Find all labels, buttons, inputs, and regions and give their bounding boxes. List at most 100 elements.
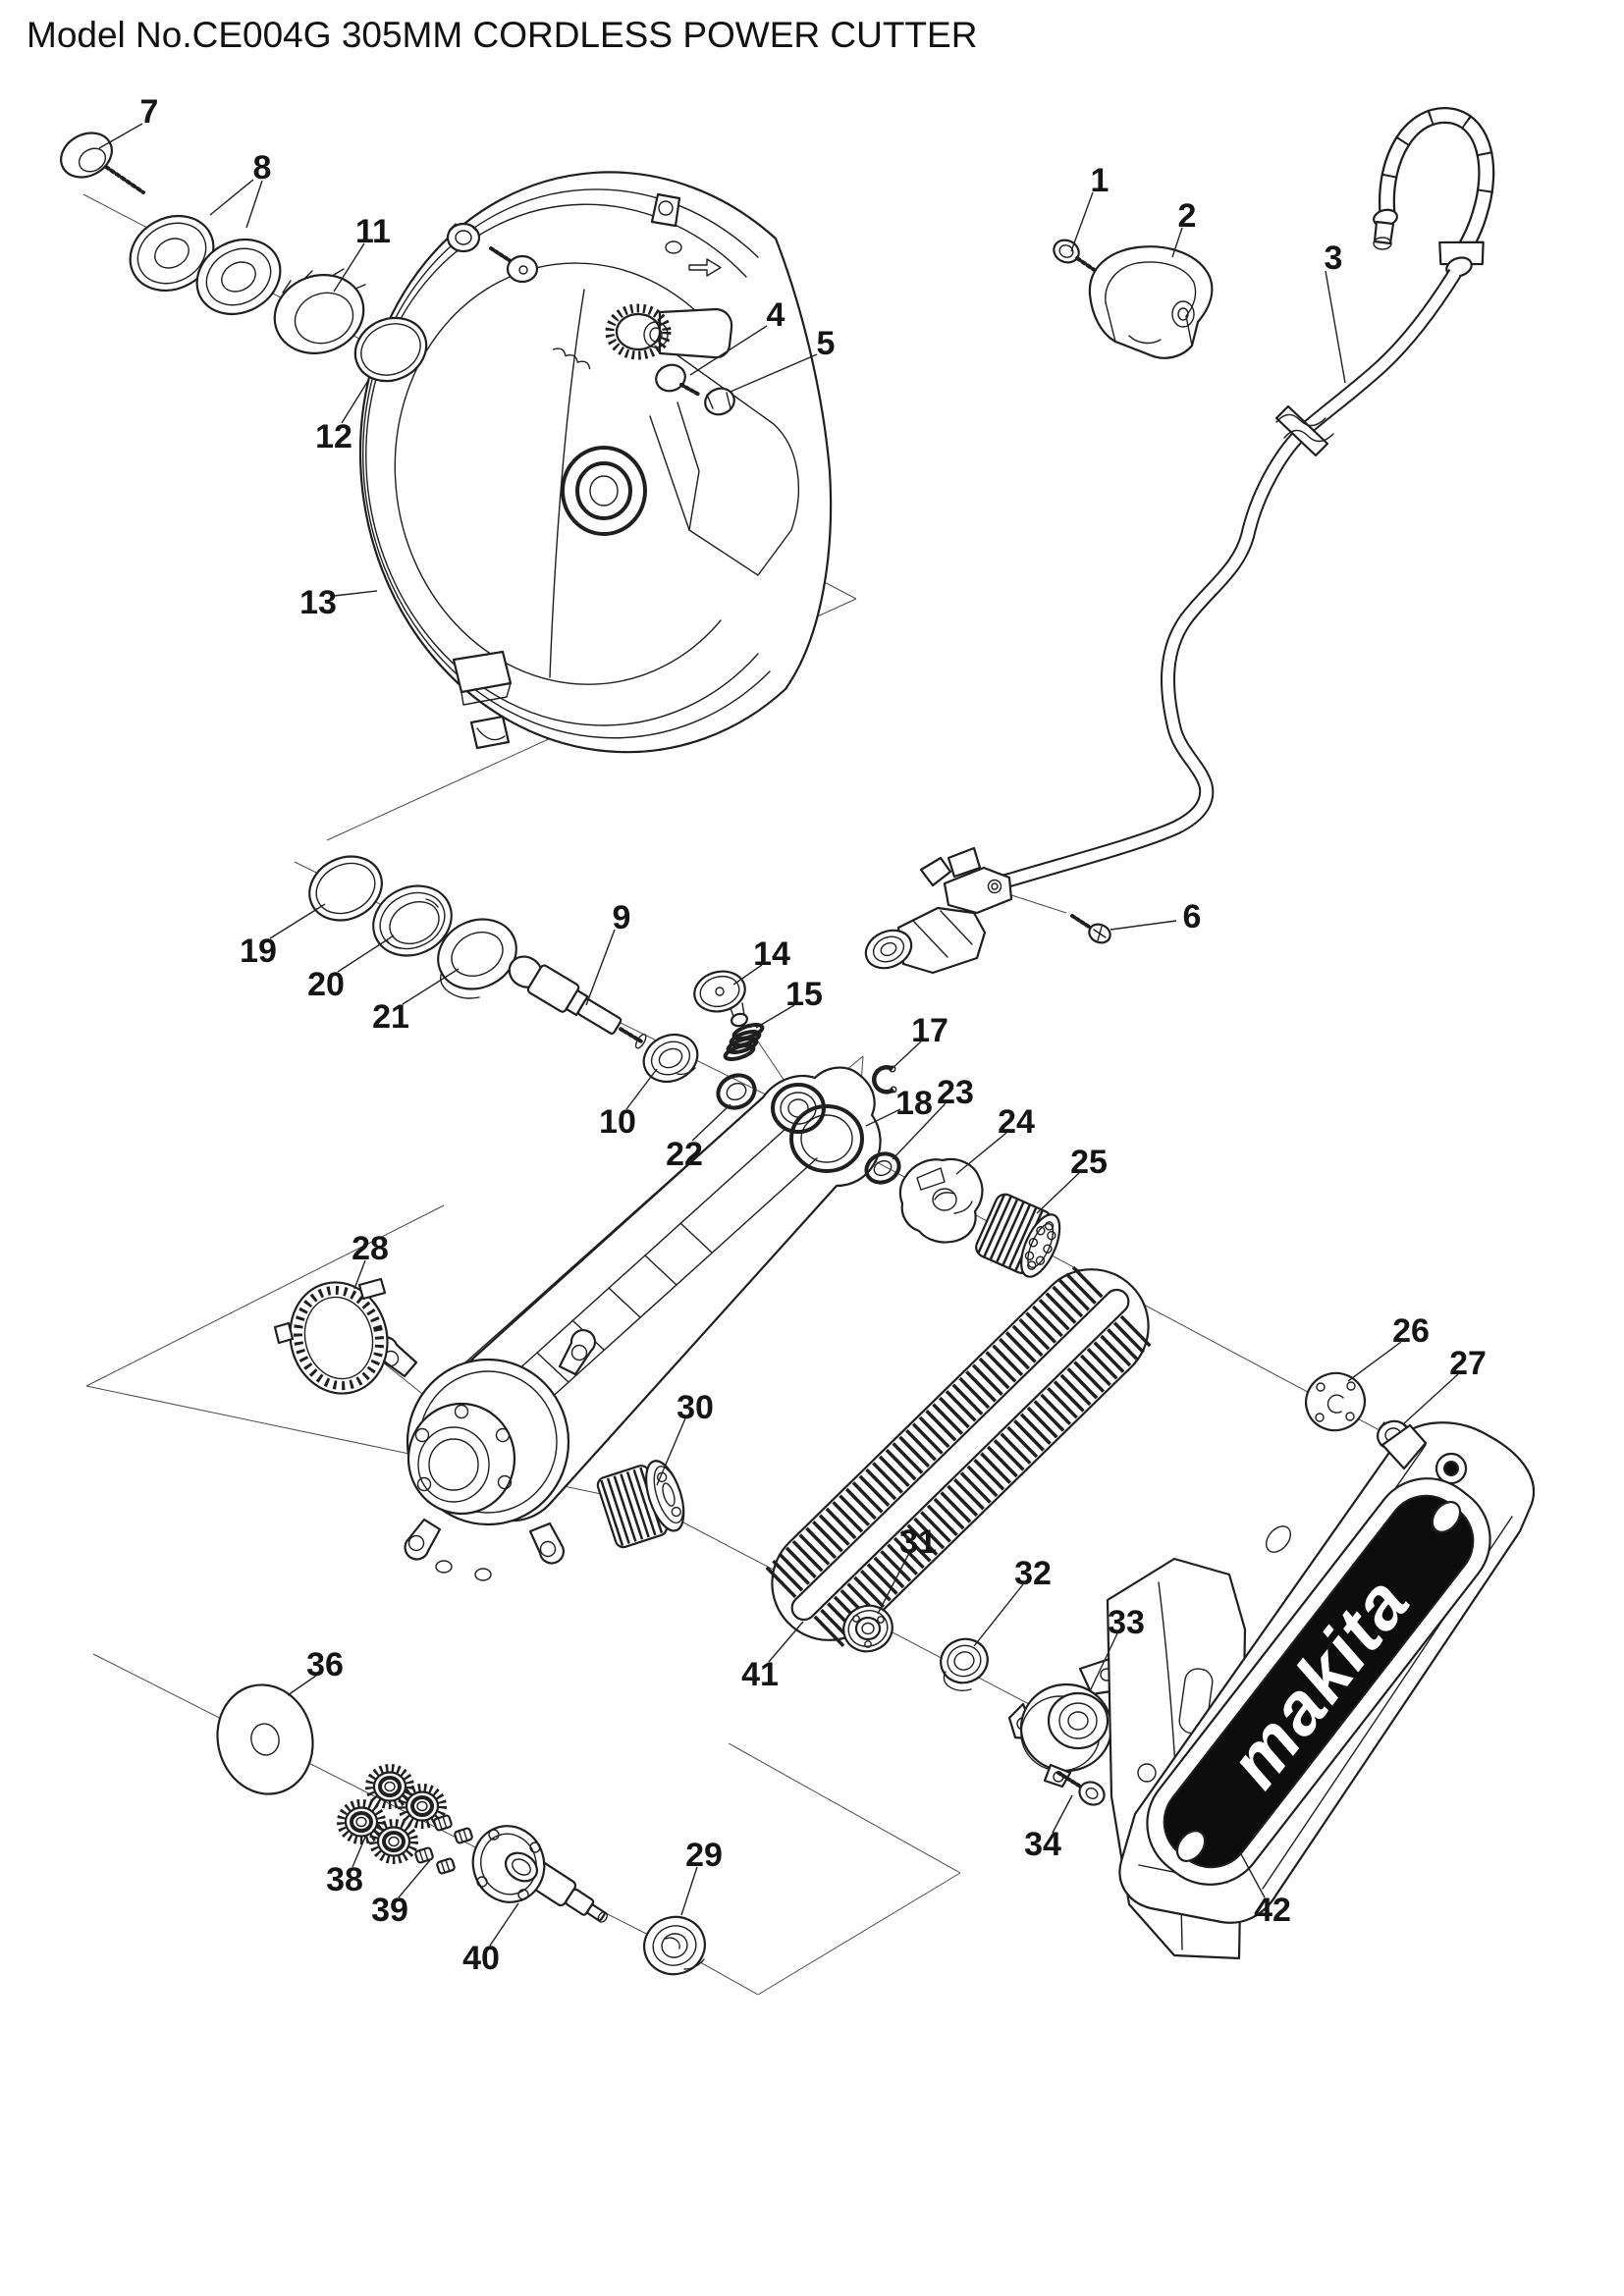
callout-11: 11 <box>355 213 391 250</box>
bearing-10 <box>642 1034 699 1083</box>
callout-leader-17 <box>889 1041 922 1072</box>
callout-leader-10 <box>625 1068 658 1110</box>
callout-leader-41 <box>768 1621 804 1663</box>
callout-leader-42 <box>1239 1851 1266 1898</box>
bearing-29 <box>643 1915 706 1976</box>
callout-leader-15 <box>755 1004 795 1029</box>
callout-2: 2 <box>1178 197 1197 235</box>
ring-23 <box>864 1151 901 1185</box>
callout-layer: 1234567891011121314151718192021222324252… <box>98 93 1487 1977</box>
callout-27: 27 <box>1449 1345 1487 1382</box>
callout-leader-20 <box>337 934 395 973</box>
callout-15: 15 <box>785 976 823 1013</box>
callout-28: 28 <box>352 1230 389 1267</box>
callout-leader-36 <box>287 1675 317 1696</box>
roller-cage-25 <box>975 1193 1061 1278</box>
callout-leader-28 <box>353 1259 366 1290</box>
tensioner-33 <box>1007 1657 1123 1789</box>
callout-26: 26 <box>1392 1312 1430 1350</box>
flange-shaft-40 <box>471 1825 609 1923</box>
callout-leader-29 <box>680 1866 698 1916</box>
bolt-7 <box>60 132 145 194</box>
callout-leader-8 <box>245 180 263 229</box>
callout-4: 4 <box>767 296 785 334</box>
callout-12: 12 <box>315 418 352 455</box>
spring-15 <box>723 1023 765 1061</box>
callout-leader-40 <box>489 1902 519 1947</box>
callout-34: 34 <box>1024 1826 1061 1863</box>
locknut-11 <box>273 268 366 354</box>
callout-13: 13 <box>299 584 337 621</box>
callout-3: 3 <box>1325 240 1343 277</box>
spindle-9 <box>508 955 647 1049</box>
belt-41 <box>765 1261 1156 1648</box>
callout-leader-19 <box>269 903 326 939</box>
callout-41: 41 <box>741 1656 779 1693</box>
retaining-clip-17 <box>872 1065 897 1095</box>
callout-29: 29 <box>685 1837 723 1874</box>
roller-32 <box>940 1637 989 1692</box>
callout-leader-26 <box>1347 1341 1402 1382</box>
callout-leader-8 <box>209 179 254 216</box>
callout-leader-32 <box>973 1583 1024 1647</box>
hose-valve-assembly <box>864 846 1013 975</box>
blade-guard-13 <box>358 171 833 754</box>
callout-9: 9 <box>613 899 631 936</box>
callout-18: 18 <box>895 1085 933 1122</box>
ring-21 <box>437 918 517 999</box>
callout-leader-39 <box>398 1859 431 1898</box>
seal-22 <box>716 1073 757 1110</box>
washer-36 <box>216 1683 314 1795</box>
callout-leader-5 <box>730 353 818 393</box>
flanged-washer-31 <box>842 1604 893 1653</box>
callout-leader-27 <box>1402 1373 1459 1425</box>
callout-leader-30 <box>656 1417 686 1486</box>
callout-22: 22 <box>666 1136 703 1173</box>
callout-leader-4 <box>689 325 768 376</box>
callout-36: 36 <box>306 1646 344 1683</box>
callout-14: 14 <box>753 935 790 973</box>
callout-39: 39 <box>371 1892 408 1929</box>
ring-19 <box>308 855 383 922</box>
hose-holder-2 <box>1088 245 1214 359</box>
flanges-8 <box>129 214 282 316</box>
callout-leader-34 <box>1052 1794 1073 1834</box>
callout-leader-33 <box>1089 1632 1118 1692</box>
callout-leader-1 <box>1070 191 1094 252</box>
callout-leader-31 <box>877 1552 910 1615</box>
clamp-ring-28 <box>273 1277 389 1395</box>
callout-leader-12 <box>341 378 370 424</box>
arm-18 <box>372 1066 882 1581</box>
callout-leader-13 <box>333 590 378 597</box>
callout-10: 10 <box>599 1103 636 1141</box>
pulley-30 <box>596 1460 685 1549</box>
fitting-4 <box>655 363 701 397</box>
callout-33: 33 <box>1108 1604 1145 1641</box>
callout-7: 7 <box>140 93 159 131</box>
callout-8: 8 <box>253 149 272 187</box>
callout-leader-23 <box>892 1102 947 1160</box>
callout-5: 5 <box>817 325 836 362</box>
water-hose-3 <box>982 107 1495 894</box>
cap-5 <box>704 387 735 416</box>
callout-leader-21 <box>402 968 460 1005</box>
ring-20 <box>372 884 453 957</box>
callout-leader-18 <box>865 1108 901 1127</box>
callout-25: 25 <box>1070 1144 1108 1181</box>
button-14 <box>693 970 748 1028</box>
callout-6: 6 <box>1183 898 1202 935</box>
callout-leader-24 <box>955 1132 1007 1175</box>
callout-31: 31 <box>899 1523 937 1561</box>
belt-cover-housing-42: makita <box>1118 1421 1536 1924</box>
callout-leader-3 <box>1325 270 1346 384</box>
callout-leader-7 <box>98 123 143 149</box>
callout-1: 1 <box>1091 162 1110 199</box>
oring-12 <box>353 316 428 383</box>
callout-leader-14 <box>732 964 763 986</box>
callout-30: 30 <box>677 1389 714 1426</box>
callout-leader-6 <box>1110 920 1177 931</box>
screw-6 <box>1070 914 1111 944</box>
callout-leader-38 <box>352 1834 367 1868</box>
